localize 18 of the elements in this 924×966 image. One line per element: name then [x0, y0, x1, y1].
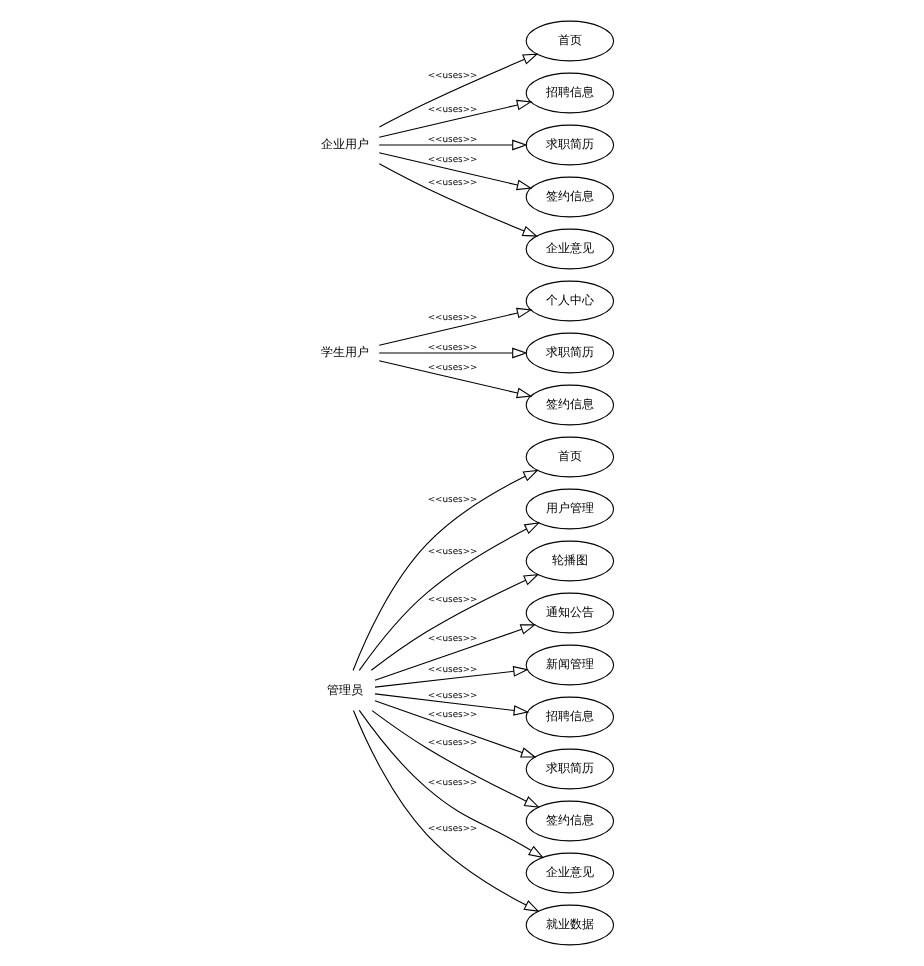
arrow [378, 360, 533, 399]
arrow [374, 665, 529, 688]
arrow [374, 693, 530, 716]
arrow [378, 163, 539, 237]
arrow [378, 347, 528, 359]
arrow [378, 307, 533, 346]
arrow [378, 99, 533, 138]
arrow [352, 709, 540, 912]
arrow [352, 469, 539, 672]
arrow [358, 522, 540, 671]
arrow [371, 710, 540, 808]
arrow [378, 139, 528, 151]
arrow [378, 152, 533, 191]
arrow [378, 53, 539, 128]
arrow [374, 624, 537, 681]
arrow [374, 700, 537, 758]
arrow [370, 573, 540, 671]
arrow [358, 709, 545, 859]
